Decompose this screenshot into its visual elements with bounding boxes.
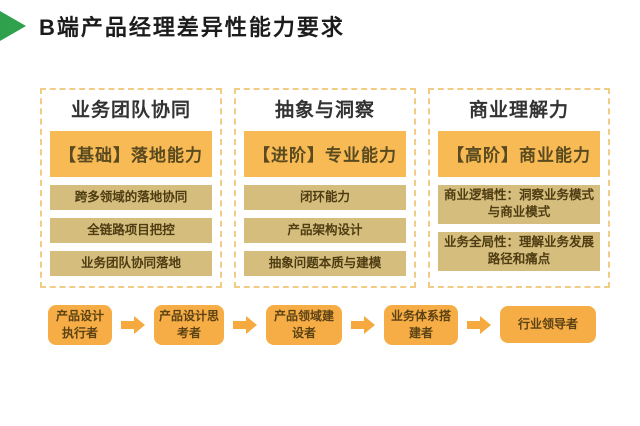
column-abstraction-insight: 抽象与洞察 【进阶】专业能力 闭环能力 产品架构设计 抽象问题本质与建模 — [234, 88, 416, 288]
ability-item: 业务团队协同落地 — [50, 250, 212, 276]
ability-item: 产品架构设计 — [244, 217, 406, 243]
right-arrow-icon — [467, 315, 491, 334]
column-header: 业务团队协同 — [70, 100, 191, 121]
right-arrow-icon — [351, 315, 375, 334]
progression-stage-domain-builder: 产品领域建设者 — [266, 305, 342, 345]
ability-item: 闭环能力 — [244, 184, 406, 210]
progression-stage-executor: 产品设计执行者 — [48, 305, 112, 345]
column-header: 商业理解力 — [468, 100, 569, 121]
page-title: B端产品经理差异性能力要求 — [39, 15, 345, 40]
progression-stage-thinker: 产品设计思考者 — [154, 305, 224, 345]
level-label-advanced: 【进阶】专业能力 — [244, 130, 406, 177]
ability-item: 抽象问题本质与建模 — [244, 250, 406, 276]
green-triangle-icon — [0, 11, 26, 41]
column-business-team-collaboration: 业务团队协同 【基础】落地能力 跨多领域的落地协同 全链路项目把控 业务团队协同… — [40, 88, 222, 288]
column-business-understanding: 商业理解力 【高阶】商业能力 商业逻辑性：洞察业务模式与商业模式 业务全局性：理… — [428, 88, 610, 288]
level-label-basic: 【基础】落地能力 — [50, 130, 212, 177]
right-arrow-icon — [233, 315, 257, 334]
column-header: 抽象与洞察 — [274, 100, 375, 121]
progression-stage-system-builder: 业务体系搭建者 — [384, 305, 458, 345]
title-row: B端产品经理差异性能力要求 — [0, 10, 345, 42]
ability-item: 商业逻辑性：洞察业务模式与商业模式 — [438, 184, 600, 224]
right-arrow-icon — [121, 315, 145, 334]
ability-item: 全链路项目把控 — [50, 217, 212, 243]
ability-columns: 业务团队协同 【基础】落地能力 跨多领域的落地协同 全链路项目把控 业务团队协同… — [40, 88, 610, 288]
career-progression: 产品设计执行者 产品设计思考者 产品领域建设者 业务体系搭建者 行业领导者 — [48, 305, 596, 345]
level-label-expert: 【高阶】商业能力 — [438, 130, 600, 177]
ability-item: 业务全局性：理解业务发展路径和痛点 — [438, 231, 600, 271]
ability-item: 跨多领域的落地协同 — [50, 184, 212, 210]
progression-stage-industry-leader: 行业领导者 — [500, 306, 596, 344]
